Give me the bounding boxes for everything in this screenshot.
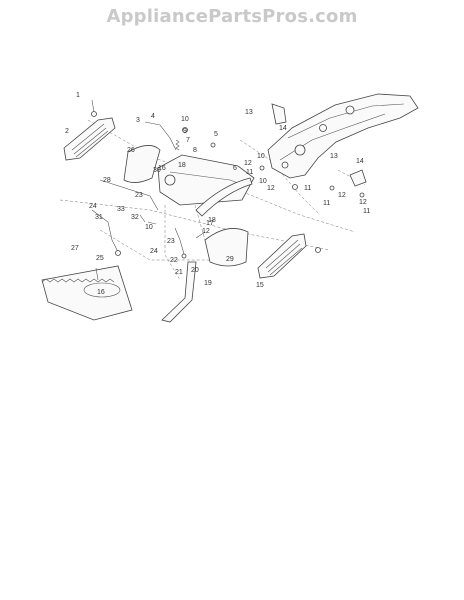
callout-10d: 10 [257, 153, 265, 160]
callout-15: 15 [256, 282, 264, 289]
site-title: AppliancePartsPros.com [106, 6, 358, 27]
left-footrest [63, 117, 116, 161]
callout-1: 1 [76, 92, 80, 99]
callout-30: 30 [153, 167, 161, 174]
right-footrest [257, 233, 307, 279]
callout-4: 4 [151, 113, 155, 120]
callout-23b: 23 [167, 238, 175, 245]
callout-21: 21 [175, 269, 183, 276]
callout-labels: 1 2 3 4 5 6 7 8 9 10 10 10 10 11 11 11 1… [65, 92, 370, 296]
callout-10c: 10 [145, 224, 153, 231]
callout-24b: 24 [150, 248, 158, 255]
callout-13b: 13 [330, 153, 338, 160]
callout-23a: 23 [135, 192, 143, 199]
small-hardware [91, 99, 365, 259]
callout-18a: 18 [178, 162, 186, 169]
callout-20: 20 [191, 267, 199, 274]
callout-29: 29 [226, 256, 234, 263]
callout-31: 31 [95, 214, 103, 221]
callout-13a: 13 [245, 109, 253, 116]
frame-arm-assembly [267, 93, 419, 187]
callout-11d: 11 [363, 208, 370, 215]
callout-12d: 12 [359, 199, 367, 206]
callout-17: 17 [206, 220, 214, 227]
callout-22: 22 [170, 257, 178, 264]
callout-10a: 10 [181, 116, 189, 123]
callout-32: 32 [131, 214, 139, 221]
callout-24a: 24 [89, 203, 97, 210]
callout-3: 3 [136, 117, 140, 124]
callout-16b: 16 [97, 289, 105, 296]
callout-33: 33 [117, 206, 125, 213]
callout-9: 9 [183, 128, 187, 135]
callout-12c: 12 [338, 192, 346, 199]
callout-7: 7 [186, 137, 190, 144]
callout-10b: 10 [259, 178, 267, 185]
control-rod [161, 261, 197, 323]
callout-12a: 12 [244, 160, 252, 167]
tine-panel [41, 265, 133, 321]
callout-28: 28 [103, 177, 111, 184]
callout-11c: 11 [323, 200, 330, 207]
callout-6: 6 [233, 165, 237, 172]
callout-26: 26 [127, 147, 135, 154]
callout-18b: 18 [208, 217, 216, 224]
callout-14a: 14 [279, 125, 287, 132]
callout-8: 8 [193, 147, 197, 154]
callout-14b: 14 [356, 158, 364, 165]
callout-5: 5 [214, 131, 218, 138]
callout-12b: 12 [267, 185, 275, 192]
callout-16a: 16 [158, 165, 166, 172]
shields [123, 145, 249, 267]
callout-25: 25 [96, 255, 104, 262]
callout-11a: 11 [246, 169, 253, 176]
main-housing [157, 154, 255, 217]
callout-19: 19 [204, 280, 212, 287]
callout-11b: 11 [304, 185, 311, 192]
callout-27: 27 [71, 245, 79, 252]
callout-12e: 12 [202, 228, 210, 235]
callout-2: 2 [65, 128, 69, 135]
